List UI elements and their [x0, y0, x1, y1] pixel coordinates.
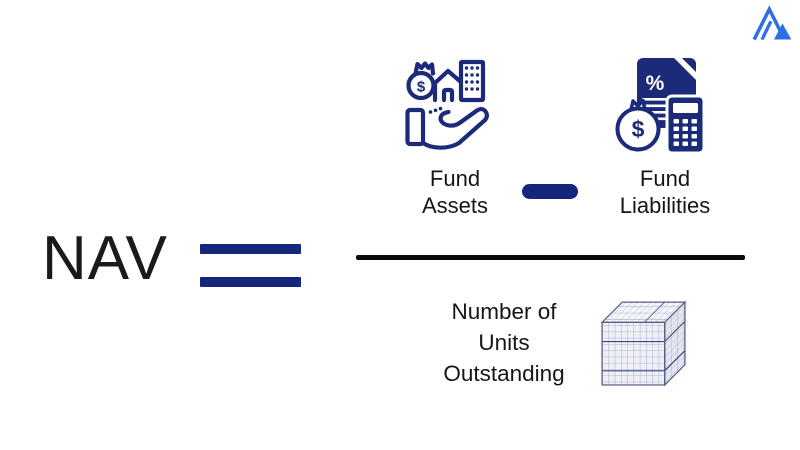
assets-dollar-glyph: $: [417, 79, 426, 96]
fund-assets-label: Fund Assets: [421, 166, 489, 218]
units-cube-icon: [596, 294, 689, 387]
equals-top-bar: [200, 244, 301, 254]
equals-icon: [200, 244, 301, 287]
fund-liabilities-label: Fund Liabilities: [619, 166, 711, 218]
equals-bottom-bar: [200, 277, 301, 287]
brand-logo: [751, 5, 795, 43]
mountain-logo-icon: [752, 5, 792, 41]
minus-icon: [522, 184, 578, 199]
liabilities-dollar-glyph: $: [632, 116, 645, 142]
nav-result-label: NAV: [42, 224, 168, 293]
fund-liabilities-icon: % $: [615, 56, 711, 156]
liabilities-percent-glyph: %: [646, 72, 665, 95]
fraction-bar: [356, 255, 745, 260]
fund-assets-icon: $: [404, 56, 500, 156]
units-outstanding-label: Number of Units Outstanding: [443, 299, 565, 386]
